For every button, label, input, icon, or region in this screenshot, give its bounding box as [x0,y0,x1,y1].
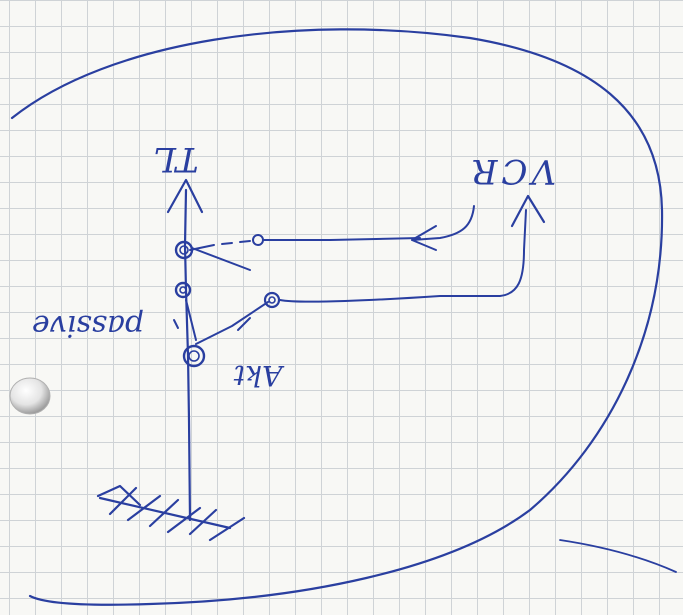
bottom-right-stroke [559,539,677,573]
right-joint-inner [268,296,276,304]
label-akt: Akt [233,359,285,392]
joint-top-inner [179,245,189,255]
lower-link [279,209,527,303]
top-joint-stroke [191,247,251,271]
enclosing-outline-stroke [10,28,664,606]
passive-tick [173,319,179,329]
joint-bottom [182,344,206,368]
joint-middle-inner [179,286,187,294]
label-tl: TL [153,139,198,179]
lower-diagonal-stroke [185,299,251,341]
joint-bottom-inner [188,350,200,362]
upper-link-arrow [411,205,475,251]
upper-horizontal-link [189,240,251,251]
upper-link-joint [252,234,264,246]
top-arrow-head [166,178,204,214]
label-passive: passive [32,308,144,343]
diagonal-link [195,301,269,345]
label-vcr: VCR [468,151,556,191]
vertical-link [183,188,192,522]
joint-middle [174,281,192,299]
upper-link-line [263,237,421,241]
vcr-arrow-head [510,194,546,228]
pin-ball-icon [9,377,51,415]
right-joint [263,291,281,309]
ground-hatching [96,484,246,542]
